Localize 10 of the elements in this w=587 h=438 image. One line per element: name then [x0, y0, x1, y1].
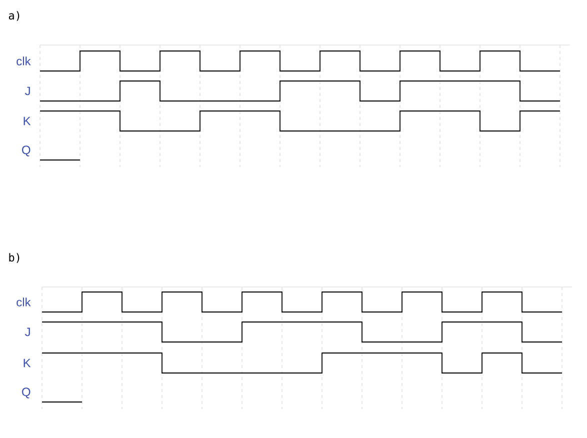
signal-label: J — [25, 86, 30, 96]
signal-label: K — [24, 358, 31, 368]
signal-label: clk — [16, 56, 31, 66]
panel-label: b) — [9, 253, 20, 263]
panel-label: a) — [8, 11, 20, 21]
signal-label: Q — [22, 388, 30, 398]
signal-label: Q — [22, 146, 30, 156]
signal-label: K — [24, 116, 31, 126]
signal-label: J — [25, 328, 30, 336]
signal-label: clk — [16, 298, 31, 306]
